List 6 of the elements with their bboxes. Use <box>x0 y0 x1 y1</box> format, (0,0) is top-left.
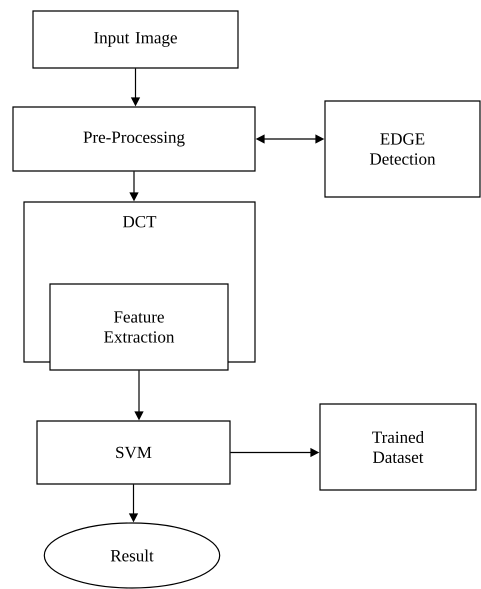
process-box: SVM <box>36 420 231 485</box>
process-box: Pre-Processing <box>12 106 256 172</box>
process-box: EDGE Detection <box>324 100 481 198</box>
process-box: Input Image <box>32 10 239 69</box>
process-box: Feature Extraction <box>49 283 229 371</box>
process-box: Trained Dataset <box>319 403 477 491</box>
